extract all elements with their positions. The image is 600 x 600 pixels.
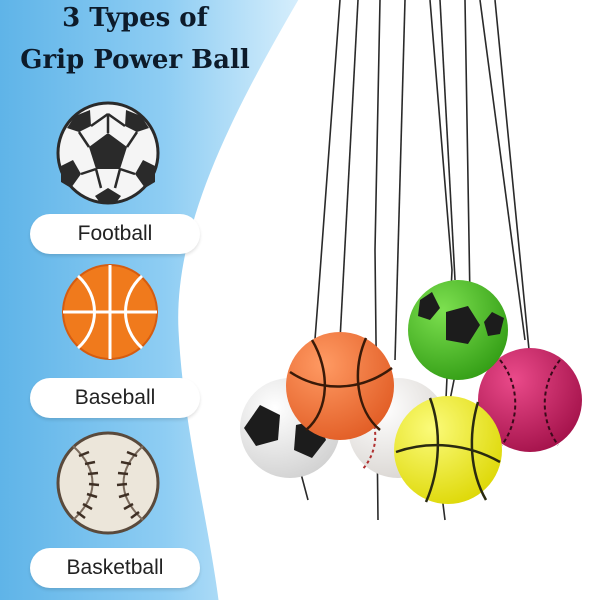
- title-line-1: 3 Types of: [62, 3, 208, 33]
- green-football-ball: [408, 280, 508, 380]
- label-basketball: Basketball: [66, 556, 164, 579]
- title-line-2: Grip Power Ball: [20, 45, 250, 75]
- magenta-baseball-ball: [478, 348, 582, 452]
- label-pill-baseball: Baseball: [30, 378, 200, 418]
- label-baseball: Baseball: [74, 386, 156, 409]
- orange-basketball-ball: [286, 332, 394, 440]
- yellow-basketball-ball: [394, 396, 502, 504]
- label-pill-basketball: Basketball: [30, 548, 200, 588]
- label-football: Football: [77, 222, 153, 245]
- label-pill-football: Football: [30, 214, 200, 254]
- baseball-icon: [56, 431, 160, 535]
- basketball-icon: [62, 264, 158, 360]
- football-icon: [56, 101, 160, 205]
